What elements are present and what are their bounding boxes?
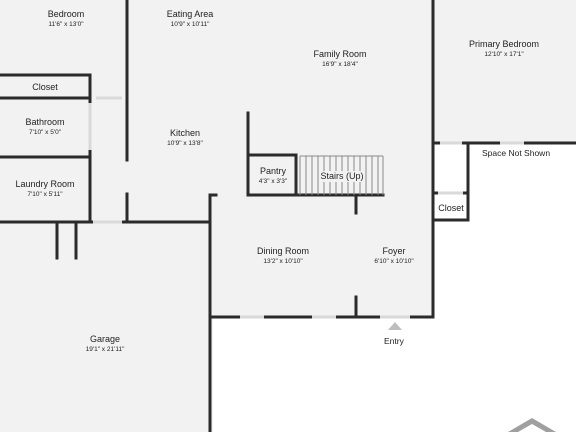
- bathroom-dims: 7'10" x 5'0": [28, 129, 62, 136]
- laundry-room-dims: 7'10" x 5'11": [27, 191, 63, 198]
- room-label-stairs: Stairs (Up): [318, 171, 366, 182]
- entry-arrow-icon: [388, 322, 402, 330]
- room-label-primary-bedroom: Primary Bedroom 12'10" x 17'1": [469, 39, 539, 59]
- openings: [88, 96, 524, 319]
- family-room-dims: 16'9" x 18'4": [322, 61, 358, 68]
- foyer-dims: 6'10" x 10'10": [374, 258, 414, 265]
- pantry-dims: 4'3" x 3'3": [258, 178, 288, 185]
- primary-bedroom-name: Primary Bedroom: [468, 39, 540, 49]
- pantry-name: Pantry: [259, 166, 287, 176]
- dining-room-dims: 13'2" x 10'10": [263, 258, 303, 265]
- room-label-bathroom: Bathroom 7'10" x 5'0": [25, 117, 64, 137]
- room-label-pantry: Pantry 4'3" x 3'3": [259, 166, 287, 186]
- room-label-garage: Garage 19'1" x 21'11": [86, 334, 125, 354]
- garage-dims: 19'1" x 21'11": [85, 346, 125, 353]
- kitchen-dims: 10'9" x 13'8": [167, 140, 203, 147]
- room-label-eating-area: Eating Area 10'9" x 10'11": [167, 9, 214, 29]
- room-label-laundry-room: Laundry Room 7'10" x 5'11": [15, 179, 74, 199]
- room-label-family-room: Family Room 16'9" x 18'4": [313, 49, 366, 69]
- laundry-room-name: Laundry Room: [15, 179, 75, 189]
- space-not-shown-label: Space Not Shown: [482, 148, 551, 158]
- room-label-foyer: Foyer 6'10" x 10'10": [374, 246, 413, 266]
- closet-top-name: Closet: [32, 82, 58, 92]
- garage-name: Garage: [89, 334, 121, 344]
- primary-bedroom-dims: 12'10" x 17'1": [484, 51, 524, 58]
- room-label-closet-right: Closet: [438, 203, 464, 214]
- entry-label: Entry: [384, 336, 404, 346]
- closet-right-name: Closet: [438, 203, 464, 213]
- bedroom-name: Bedroom: [47, 9, 85, 19]
- dining-room-name: Dining Room: [256, 246, 310, 256]
- bathroom-name: Bathroom: [25, 117, 65, 127]
- room-label-bedroom: Bedroom 11'6" x 13'0": [48, 9, 85, 29]
- family-room-name: Family Room: [313, 49, 367, 59]
- kitchen-name: Kitchen: [169, 128, 201, 138]
- eating-area-dims: 10'9" x 10'11": [170, 21, 210, 28]
- eating-area-name: Eating Area: [166, 9, 214, 19]
- compass-logo-icon: [508, 418, 556, 432]
- room-label-dining-room: Dining Room 13'2" x 10'10": [257, 246, 309, 266]
- bedroom-dims: 11'6" x 13'0": [48, 21, 84, 28]
- foyer-name: Foyer: [382, 246, 406, 256]
- stairs-name: Stairs (Up): [320, 171, 364, 181]
- room-label-closet-top: Closet: [32, 82, 58, 93]
- room-label-kitchen: Kitchen 10'9" x 13'8": [167, 128, 203, 148]
